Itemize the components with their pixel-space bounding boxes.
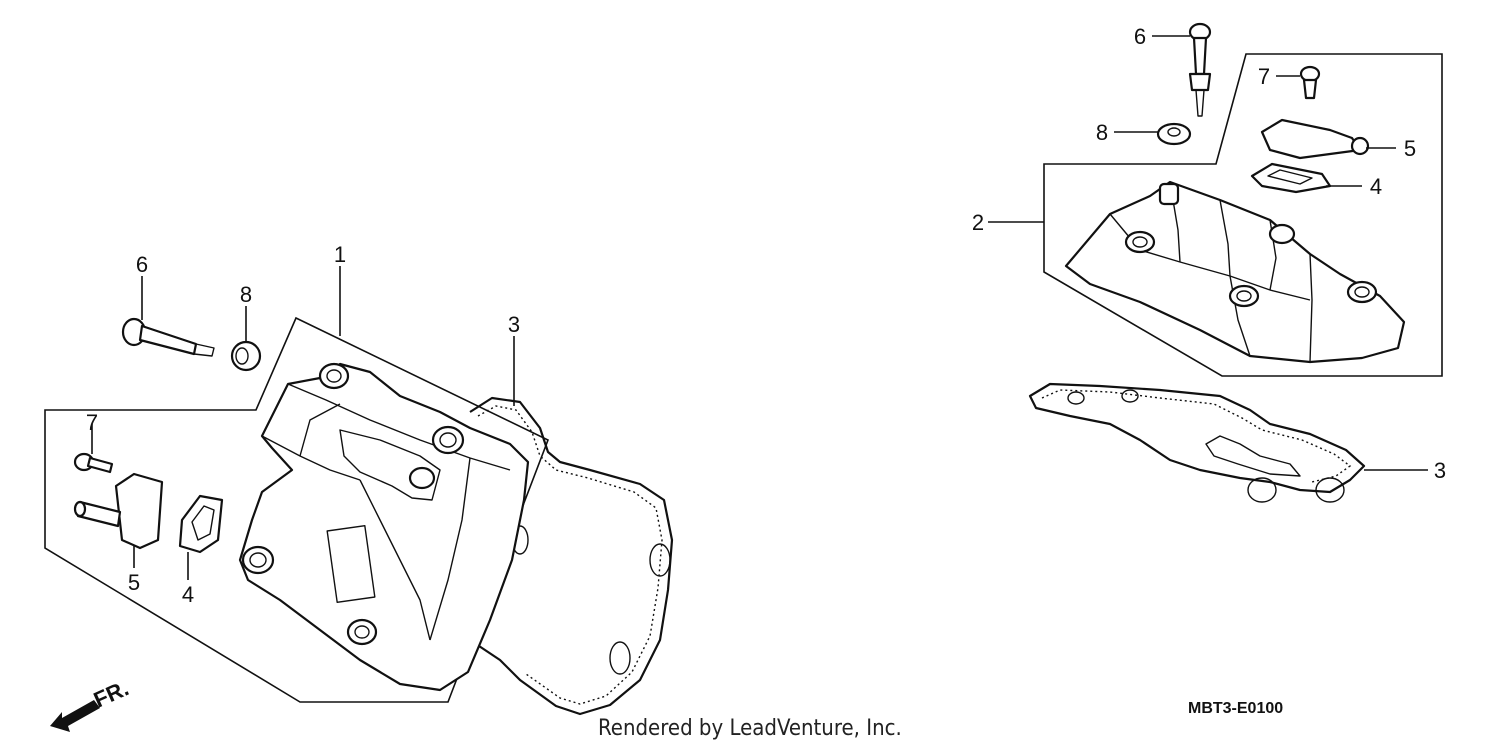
left-head-cover-gasket[interactable] bbox=[469, 396, 674, 716]
right-small-bolt[interactable] bbox=[1299, 65, 1321, 100]
callout-5-left: 5 bbox=[128, 570, 140, 595]
right-breather-seal[interactable] bbox=[1250, 162, 1332, 194]
front-direction-arrow-icon bbox=[50, 700, 100, 732]
callout-6-right: 6 bbox=[1134, 24, 1146, 49]
right-head-cover-gasket[interactable] bbox=[1028, 382, 1366, 503]
left-cylinder-head-cover[interactable] bbox=[238, 362, 530, 692]
callout-3-left: 3 bbox=[508, 312, 520, 337]
callout-7-left: 7 bbox=[86, 410, 98, 435]
callout-4-right: 4 bbox=[1370, 174, 1382, 199]
callout-6-left: 6 bbox=[136, 252, 148, 277]
render-credit: Rendered by LeadVenture, Inc. bbox=[598, 716, 902, 741]
callout-8-left: 8 bbox=[240, 282, 252, 307]
left-rubber-washer[interactable] bbox=[230, 340, 262, 372]
right-cover-bolt[interactable] bbox=[1188, 22, 1212, 117]
left-cover-bolt[interactable] bbox=[121, 317, 215, 357]
callout-3-right: 3 bbox=[1434, 458, 1446, 483]
left-small-bolt[interactable] bbox=[73, 452, 114, 474]
callout-7-right: 7 bbox=[1258, 64, 1270, 89]
callout-4-left: 4 bbox=[182, 582, 194, 607]
right-breather-pipe[interactable] bbox=[1260, 118, 1370, 160]
callout-2: 2 bbox=[972, 210, 984, 235]
left-breather-pipe[interactable] bbox=[73, 472, 164, 550]
callout-1: 1 bbox=[334, 242, 346, 267]
right-assembly-bracket bbox=[1043, 53, 1443, 377]
right-rubber-washer[interactable] bbox=[1156, 122, 1192, 146]
right-cylinder-head-cover[interactable] bbox=[1064, 180, 1406, 364]
callout-8-right: 8 bbox=[1096, 120, 1108, 145]
left-assembly-bracket bbox=[44, 316, 550, 703]
callout-5-right: 5 bbox=[1404, 136, 1416, 161]
left-breather-seal[interactable] bbox=[178, 494, 224, 554]
diagram-code: MBT3-E0100 bbox=[1188, 700, 1284, 717]
